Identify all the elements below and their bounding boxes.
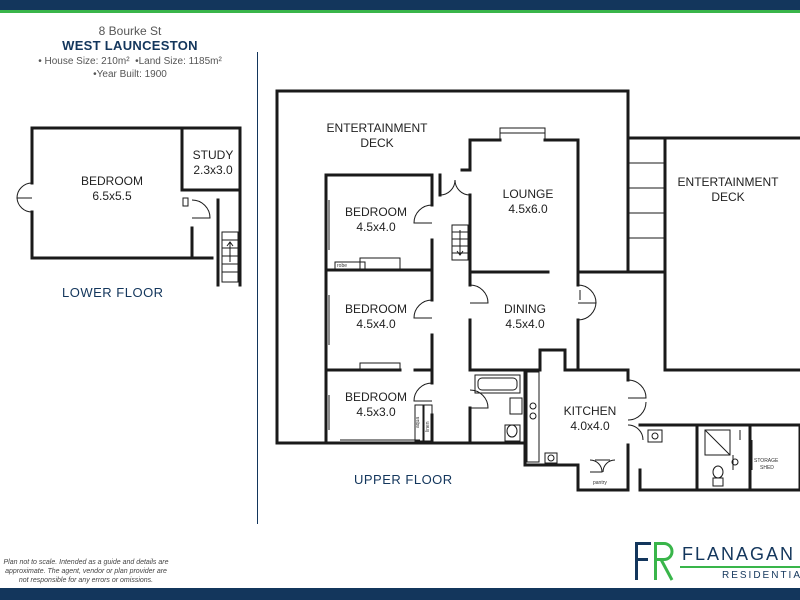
- brand-underline: [680, 566, 800, 568]
- room-name: BEDROOM: [344, 390, 407, 404]
- robe-label: robe: [337, 263, 348, 269]
- room-name: KITCHEN: [563, 404, 617, 418]
- floor-divider: [257, 52, 258, 524]
- disclaimer-text: Plan not to scale. Intended as a guide a…: [3, 559, 169, 584]
- room-label-bedroom-1: BEDROOM 4.5x4.0: [336, 205, 416, 235]
- room-name-line2: DECK: [711, 190, 745, 204]
- room-size: 4.0x4.0: [570, 419, 610, 433]
- pantry-label: pantry: [593, 480, 607, 486]
- room-size: 4.5x3.0: [356, 405, 396, 419]
- upper-floor-title: UPPER FLOOR: [354, 472, 453, 487]
- room-label-dining: DINING 4.5x4.0: [485, 302, 565, 332]
- house-size: • House Size: 210m²: [38, 56, 130, 67]
- room-name: BEDROOM: [80, 174, 143, 188]
- upper-floor-details: [328, 127, 753, 487]
- room-label-entertainment-deck-right: ENTERTAINMENT DECK: [668, 175, 788, 205]
- linen-label: linen: [425, 421, 431, 432]
- room-name-line2: DECK: [360, 136, 394, 150]
- upper-floor-walls: [275, 89, 800, 492]
- room-label-lower-bedroom: BEDROOM 6.5x5.5: [72, 174, 152, 204]
- room-size: 4.5x4.0: [356, 317, 396, 331]
- brand-tagline: RESIDENTIAL: [722, 570, 800, 581]
- room-name: LOUNGE: [502, 187, 554, 201]
- room-label-kitchen: KITCHEN 4.0x4.0: [550, 404, 630, 434]
- room-size: 4.5x6.0: [508, 202, 548, 216]
- room-label-lounge: LOUNGE 4.5x6.0: [488, 187, 568, 217]
- room-size: 4.5x4.0: [505, 317, 545, 331]
- shed-label: SHED: [760, 465, 774, 471]
- room-name: DINING: [504, 302, 546, 316]
- lower-floor-title: LOWER FLOOR: [62, 285, 164, 300]
- bottom-banner: [0, 588, 800, 600]
- room-label-bedroom-2: BEDROOM 4.5x4.0: [336, 302, 416, 332]
- room-name: STUDY: [192, 148, 234, 162]
- room-name: BEDROOM: [344, 302, 407, 316]
- address-suburb: WEST LAUNCESTON: [62, 38, 198, 53]
- storage-label: STORAGE: [754, 458, 779, 464]
- property-sizes: • House Size: 210m² •Land Size: 1185m²: [0, 56, 260, 67]
- room-label-bedroom-3: BEDROOM 4.5x3.0: [336, 390, 416, 420]
- room-size: 2.3x3.0: [193, 163, 233, 177]
- room-size: 6.5x5.5: [92, 189, 132, 203]
- room-name: ENTERTAINMENT: [326, 121, 428, 135]
- room-size: 4.5x4.0: [356, 220, 396, 234]
- room-label-study: STUDY 2.3x3.0: [186, 148, 240, 178]
- room-name: BEDROOM: [344, 205, 407, 219]
- top-banner: [0, 0, 800, 10]
- land-size: •Land Size: 1185m²: [135, 56, 222, 67]
- lower-floor-details: [16, 182, 239, 283]
- address-street: 8 Bourke St: [98, 24, 162, 38]
- flanagan-logo-mark: [635, 542, 674, 581]
- year-built: •Year Built: 1900: [93, 69, 167, 80]
- room-name: ENTERTAINMENT: [677, 175, 779, 189]
- room-label-entertainment-deck-left: ENTERTAINMENT DECK: [322, 121, 432, 151]
- brand-name: FLANAGAN: [682, 544, 796, 564]
- lower-floor-walls: [30, 126, 242, 287]
- top-banner-accent: [0, 10, 800, 13]
- aqua-label: aqua: [415, 416, 421, 428]
